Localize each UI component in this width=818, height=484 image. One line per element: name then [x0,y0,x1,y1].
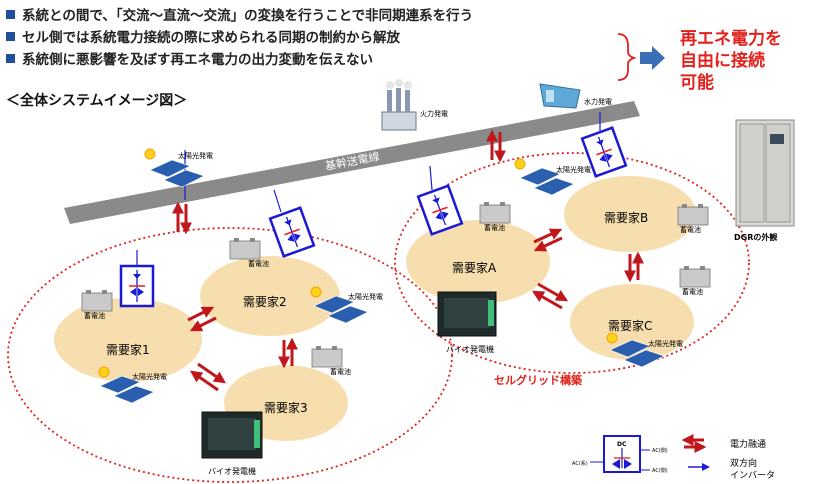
battery-label: 蓄電池 [682,287,703,296]
consumer-2-cloud [200,256,340,336]
dgr-photo [735,119,795,227]
hydro-plant-icon [539,83,581,109]
bracket-shape [617,33,637,81]
consumer-3-label: 需要家3 [264,400,308,415]
left-cell-boundary [7,227,453,483]
solar-panel-icon [514,158,575,196]
bio-generator-icon [201,411,263,459]
bullet-3: 系統側に悪影響を及ぼす再エネ電力の出力変動を伝えない [6,48,373,68]
battery-icon [677,203,709,226]
battery-icon [679,265,711,288]
consumer-a-label: 需要家A [452,260,497,275]
result-line-3: 可能 [680,73,714,93]
cell-grid-label: セルグリッド構築 [494,373,583,387]
bullet-1-text: 系統との間で、「交流～直流～交流」の変換を行うことで非同期連系を行う [22,8,474,24]
right-cell-boundary [394,152,750,374]
legend-dc: DC [617,441,627,448]
battery-icon [479,201,511,224]
thermal-plant-icon [381,79,417,131]
consumer-a-cloud [406,220,550,304]
result-line-2: 自由に接続 [680,51,765,71]
bullet-square-icon [6,10,15,19]
bullet-3-text: 系統側に悪影響を及ぼす再エネ電力の出力変動を伝えない [22,52,373,68]
legend-inverter-2: インバータ [730,470,775,481]
result-line-1: 再エネ電力を [680,29,782,49]
right-arrow-icon [640,46,665,70]
system-title: ＜全体システムイメージ図＞ [6,93,188,109]
consumer-2-label: 需要家2 [243,294,287,309]
bullet-2: セル側では系統電力接続の際に求められる同期の制約から解放 [6,26,400,46]
bullet-square-icon [6,32,15,41]
legend-ac-side: AC(側) [652,447,668,454]
battery-icon [311,345,343,368]
battery-icon [229,237,261,260]
battery-label: 蓄電池 [484,223,505,232]
dgr-caption: DGRの外観 [734,232,777,242]
bullet-2-text: セル側では系統電力接続の際に求められる同期の制約から解放 [22,30,400,46]
dgr-inverter-icon [416,184,464,236]
bio-label: バイオ発電機 [208,466,256,476]
battery-label: 蓄電池 [330,367,351,376]
thermal-label: 火力発電 [420,109,448,118]
legend-ac-side-2: AC(側) [652,467,668,474]
legend-inverter-1: 双方向 [730,457,757,469]
consumer-c-cloud [570,284,694,360]
bullet-1: 系統との間で、「交流～直流～交流」の変換を行うことで非同期連系を行う [6,4,473,24]
battery-label: 蓄電池 [84,311,105,320]
battery-icon [81,289,113,312]
solar-label: 太陽光発電 [132,372,167,381]
solar-label: 太陽光発電 [556,165,591,174]
bullet-square-icon [6,54,15,63]
battery-label: 蓄電池 [248,259,269,268]
legend-ac-grid: AC(系) [572,460,588,467]
consumer-c-label: 需要家C [608,318,652,333]
bio-generator-icon [437,291,497,337]
legend-power-flow: 電力融通 [730,438,766,450]
dgr-inverter-icon [119,264,155,308]
bio-label: バイオ発電機 [446,344,494,354]
consumer-b-label: 需要家B [604,210,648,225]
solar-label: 太陽光発電 [178,151,213,160]
consumer-1-cloud [54,298,202,382]
legend: DC AC(系) AC(側) AC(側) 電力融通 双方向 インバータ [572,434,775,481]
consumer-1-label: 需要家1 [106,342,150,357]
solar-label: 太陽光発電 [648,339,683,348]
consumer-b-cloud [564,176,696,252]
dgr-inverter-icon [268,206,316,258]
hydro-label: 水力発電 [584,97,612,106]
power-flow-arrows [172,129,644,392]
battery-label: 蓄電池 [680,225,701,234]
solar-label: 太陽光発電 [348,292,383,301]
